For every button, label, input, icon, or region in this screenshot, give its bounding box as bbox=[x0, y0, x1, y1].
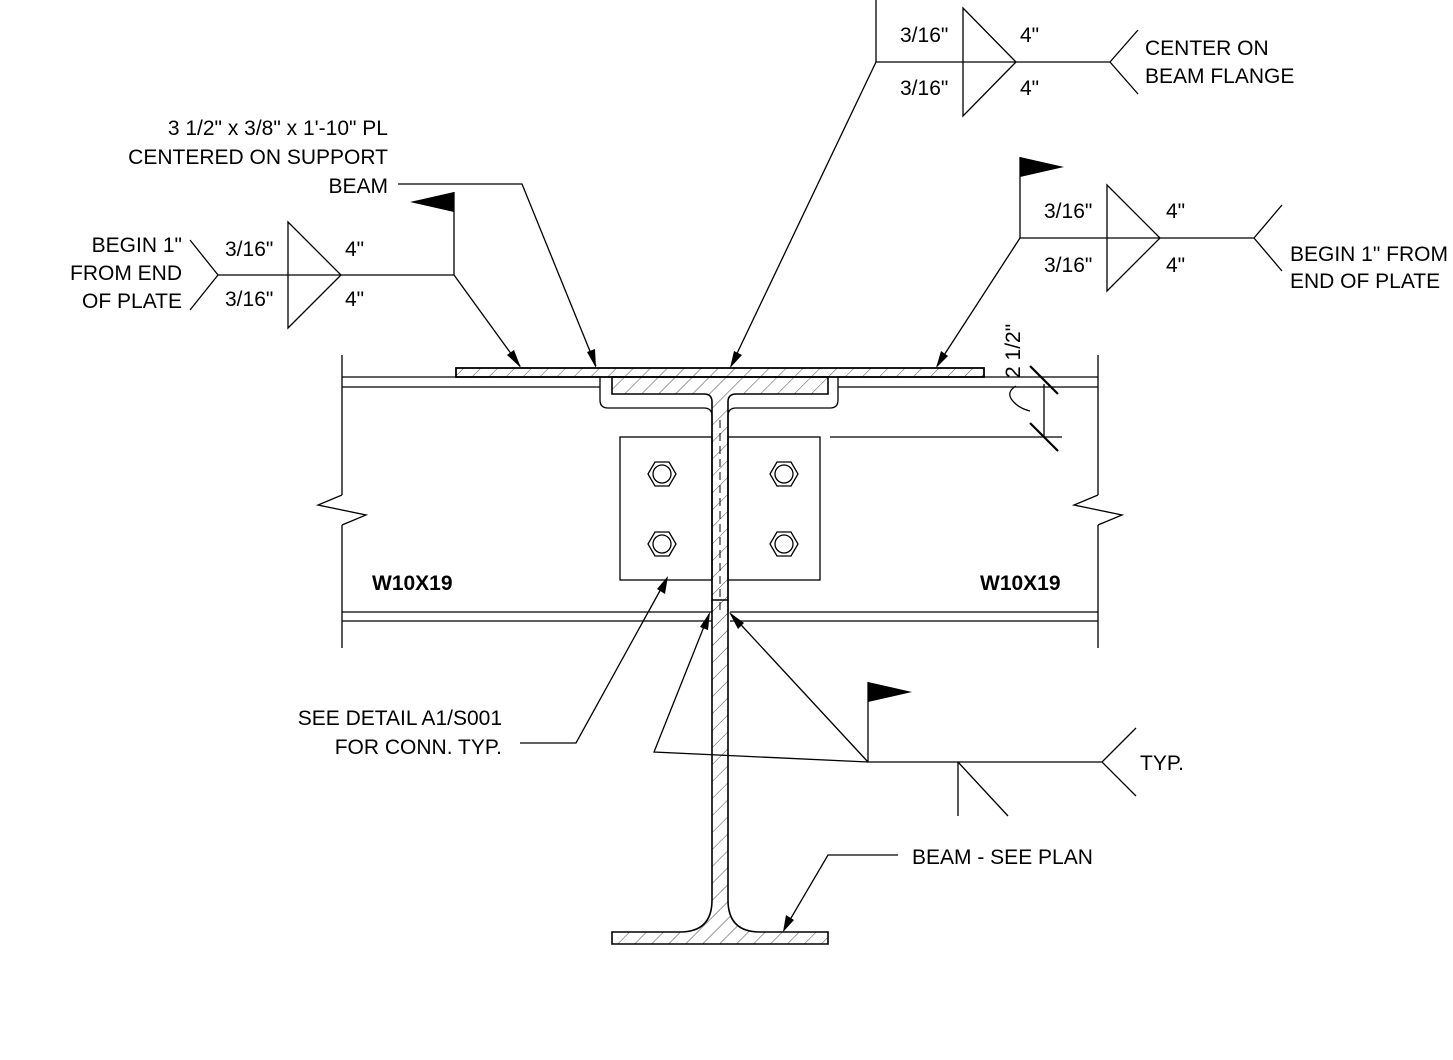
left-weld-note-1: BEGIN 1" bbox=[92, 234, 182, 257]
field-weld-flag-icon bbox=[868, 682, 912, 702]
connection-note: SEE DETAIL A1/S001 FOR CONN. TYP. bbox=[298, 576, 668, 759]
dimension-label: 2 1/2" bbox=[1002, 324, 1025, 378]
right-weld-note-2: END OF PLATE bbox=[1290, 270, 1440, 293]
beam-note: BEAM - SEE PLAN bbox=[783, 846, 1093, 932]
right-weld-symbol: 3/16" 3/16" 4" 4" BEGIN 1" FROM END OF P… bbox=[936, 157, 1448, 368]
left-weld-size-top: 3/16" bbox=[225, 238, 273, 261]
connection-plates bbox=[619, 420, 821, 610]
beam-label-right: W10X19 bbox=[980, 572, 1061, 595]
field-weld-flag-icon bbox=[1020, 157, 1064, 177]
right-weld-size-bottom: 3/16" bbox=[1044, 254, 1092, 277]
clip-angle-outline bbox=[599, 377, 839, 612]
left-weld-length-bottom: 4" bbox=[345, 288, 364, 311]
left-weld-symbol: BEGIN 1" FROM END OF PLATE 3/16" 3/16" 4… bbox=[70, 192, 521, 368]
plate-note-line-1: 3 1/2" x 3/8" x 1'-10" PL bbox=[168, 117, 388, 140]
top-weld-length-bottom: 4" bbox=[1020, 77, 1039, 100]
bolt-icon bbox=[769, 531, 799, 557]
beam-right-elevation bbox=[730, 355, 1125, 648]
typ-weld-symbol: TYP. bbox=[653, 612, 1184, 817]
field-weld-flag-icon bbox=[410, 192, 454, 212]
plate-note-line-2: CENTERED ON SUPPORT bbox=[128, 146, 388, 169]
left-weld-note-2: FROM END bbox=[70, 262, 182, 285]
top-weld-note-2: BEAM FLANGE bbox=[1145, 65, 1294, 88]
bolt-icon bbox=[647, 461, 677, 487]
top-weld-size-top: 3/16" bbox=[900, 24, 948, 47]
right-weld-length-top: 4" bbox=[1166, 200, 1185, 223]
top-weld-size-bottom: 3/16" bbox=[900, 77, 948, 100]
beam-left-elevation bbox=[315, 355, 712, 648]
bolt-group bbox=[647, 461, 799, 557]
left-weld-size-bottom: 3/16" bbox=[225, 288, 273, 311]
right-weld-length-bottom: 4" bbox=[1166, 254, 1185, 277]
dimension-2-half: 2 1/2" bbox=[830, 324, 1062, 452]
left-weld-note-3: OF PLATE bbox=[82, 290, 182, 313]
top-plate bbox=[455, 367, 985, 378]
right-weld-size-top: 3/16" bbox=[1044, 200, 1092, 223]
left-weld-length-top: 4" bbox=[345, 238, 364, 261]
top-weld-note-1: CENTER ON bbox=[1145, 37, 1269, 60]
plate-note: 3 1/2" x 3/8" x 1'-10" PL CENTERED ON SU… bbox=[128, 117, 597, 368]
top-weld-symbol: 3/16" 3/16" 4" 4" CENTER ON BEAM FLANGE bbox=[730, 0, 1294, 368]
conn-note-line-2: FOR CONN. TYP. bbox=[335, 736, 502, 759]
bolt-icon bbox=[769, 461, 799, 487]
top-weld-length-top: 4" bbox=[1020, 24, 1039, 47]
beam-label-left: W10X19 bbox=[372, 572, 453, 595]
conn-note-line-1: SEE DETAIL A1/S001 bbox=[298, 707, 502, 730]
typ-weld-note: TYP. bbox=[1140, 752, 1184, 775]
beam-note-label: BEAM - SEE PLAN bbox=[912, 846, 1093, 869]
plate-note-line-3: BEAM bbox=[328, 175, 388, 198]
right-weld-note-1: BEGIN 1" FROM bbox=[1290, 243, 1448, 266]
bolt-icon bbox=[647, 531, 677, 557]
